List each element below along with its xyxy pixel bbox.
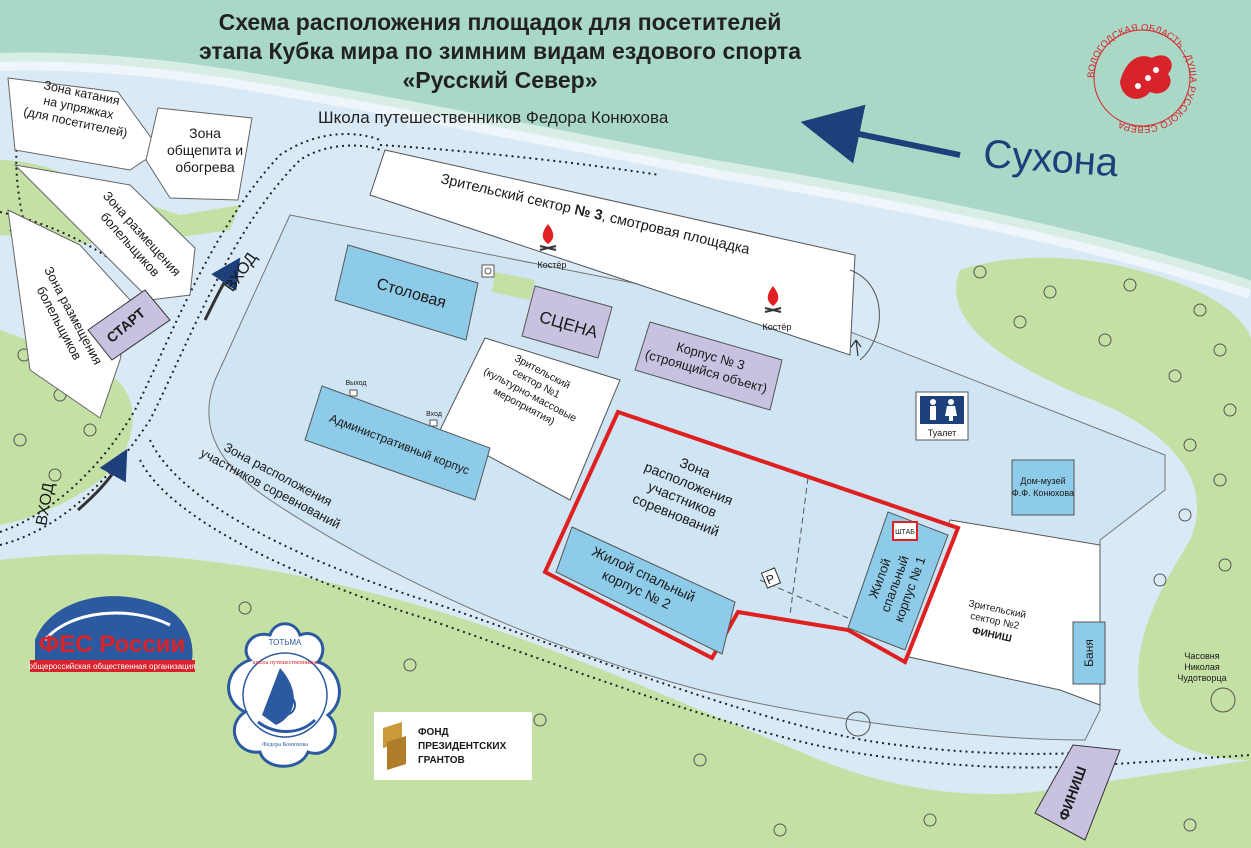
- title-line-2: этапа Кубка мира по зимним видам ездовог…: [198, 38, 802, 64]
- svg-text:Федора Конюхова: Федора Конюхова: [262, 742, 308, 748]
- title-line-3: «Русский Север»: [402, 67, 598, 93]
- small-structure: [481, 264, 495, 278]
- hq-label: ШТАБ: [895, 529, 915, 536]
- building-admin[interactable]: [304, 385, 491, 501]
- river-label: Сухона: [981, 132, 1120, 186]
- sector-3-ramp: [849, 269, 880, 361]
- svg-text:общероссийская общественная ор: общероссийская общественная организация: [28, 662, 195, 671]
- fes-logo: ФЕС России общероссийская общественная о…: [28, 596, 196, 672]
- svg-text:ТОТЬМА: ТОТЬМА: [269, 638, 302, 647]
- title-line-1: Схема расположения площадок для посетите…: [218, 9, 782, 35]
- svg-text:Зона: Зона: [189, 125, 221, 141]
- fund-logo: ФОНД ПРЕЗИДЕНТСКИХ ГРАНТОВ: [374, 712, 532, 780]
- bath-label: Баня: [1082, 639, 1096, 667]
- svg-text:ГРАНТОВ: ГРАНТОВ: [418, 755, 465, 766]
- school-subtitle: Школа путешественников Федора Конюхова: [318, 108, 669, 127]
- page-title: Схема расположения площадок для посетите…: [110, 8, 890, 95]
- bonfire-2-label: Костёр: [763, 322, 792, 332]
- parking-sign[interactable]: [760, 567, 782, 589]
- building-hq[interactable]: [892, 521, 918, 541]
- river-bank: [0, 52, 1251, 299]
- zone-fans-2: [7, 209, 131, 419]
- exit-2-label: Вход: [426, 411, 442, 418]
- building-canteen[interactable]: [334, 244, 479, 341]
- building-stage[interactable]: [521, 285, 613, 359]
- toilet-label: Туалет: [928, 428, 956, 438]
- exit-door-1: [349, 389, 358, 397]
- zone-food: [145, 107, 253, 201]
- sector-3-ramp-arrow: [850, 339, 862, 357]
- zone-fans-1: [13, 164, 196, 301]
- svg-text:ФОНД: ФОНД: [418, 727, 449, 738]
- zone-sled-rides: [7, 77, 161, 171]
- svg-text:Ф.Ф. Конюхова: Ф.Ф. Конюхова: [1012, 488, 1074, 498]
- toilet-icon: [930, 399, 957, 421]
- competitors-divider: [759, 477, 849, 619]
- building-dorm-2[interactable]: [555, 526, 736, 655]
- building-museum[interactable]: [1011, 459, 1075, 516]
- svg-text:обогрева: обогрева: [175, 159, 235, 175]
- museum-label: Дом-музей Ф.Ф. Конюхова: [1012, 476, 1074, 498]
- svg-text:Чудотворца: Чудотворца: [1177, 673, 1226, 683]
- building-korpus-3[interactable]: [634, 321, 783, 411]
- chapel-label: Часовня Николая Чудотворца: [1177, 651, 1226, 683]
- svg-text:ФЕС России: ФЕС России: [39, 631, 185, 658]
- sector-3: [369, 149, 856, 356]
- land-right: [956, 257, 1251, 760]
- round-object-2: [1210, 687, 1236, 713]
- finish-marker[interactable]: [1034, 744, 1121, 841]
- exit-1-label: Выход: [346, 380, 367, 387]
- svg-text:Часовня: Часовня: [1184, 651, 1219, 661]
- green-patch: [492, 272, 535, 300]
- start-marker[interactable]: [87, 289, 171, 361]
- bonfire-icon: [539, 224, 557, 251]
- toilet-icon-bg: [920, 396, 964, 424]
- zone-food-label: Зона общепита и обогрева: [167, 125, 243, 175]
- round-object-1: [845, 711, 871, 737]
- svg-text:ПРЕЗИДЕНТСКИХ: ПРЕЗИДЕНТСКИХ: [418, 741, 507, 752]
- entrance-arrow-icon: [77, 448, 128, 512]
- entrance-arrow-icon: [203, 257, 241, 321]
- exit-door-2: [429, 419, 438, 427]
- svg-text:Николая: Николая: [1184, 662, 1220, 672]
- entrance-label: ВХОД: [222, 250, 261, 295]
- land-bottom: [0, 554, 1251, 848]
- school-logo: ТОТЬМА школа путешественников Федора Кон…: [227, 622, 341, 768]
- svg-text:общепита и: общепита и: [167, 142, 243, 158]
- building-bath[interactable]: [1072, 621, 1106, 685]
- svg-text:школа путешественников: школа путешественников: [252, 660, 317, 666]
- small-structure-marker: [484, 267, 492, 275]
- bonfire-icon: [764, 286, 782, 313]
- building-dorm-1[interactable]: [847, 511, 949, 651]
- sector-1: [439, 337, 621, 501]
- river-flow-arrow-icon: [800, 104, 961, 164]
- svg-text:Дом-музей: Дом-музей: [1020, 476, 1065, 486]
- bonfire-1-label: Костёр: [538, 260, 567, 270]
